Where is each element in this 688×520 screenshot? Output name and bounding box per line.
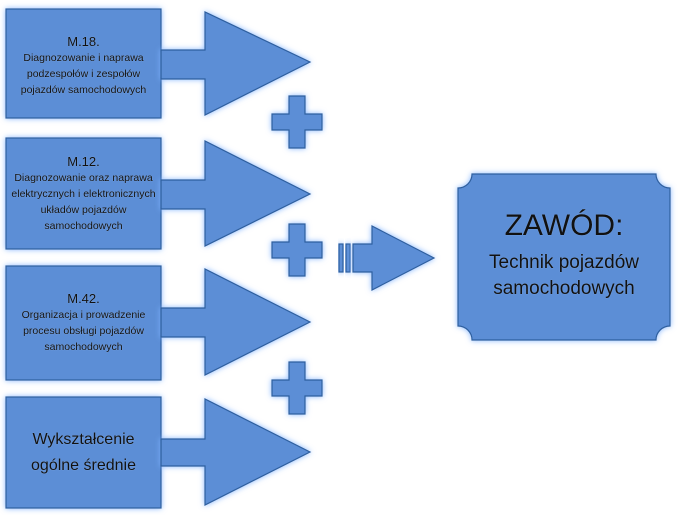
result-box: [457, 173, 671, 341]
plus-icon: [271, 361, 323, 415]
module-m18-text: M.18. Diagnozowanie i naprawa podzespołó…: [6, 9, 161, 118]
module-description-line: Organizacja i prowadzenie: [21, 309, 146, 321]
module-code: M.42.: [67, 291, 100, 306]
module-description-line: Diagnozowanie i naprawa: [23, 51, 144, 64]
module-code: M.18.: [67, 33, 100, 49]
result-text: ZAWÓD: Technik pojazdów samochodowych: [458, 174, 670, 340]
module-m12-box: [5, 137, 162, 250]
plus-icon: [271, 223, 323, 277]
module-m42-arrow: [160, 268, 312, 376]
module-description-line: samochodowych: [44, 341, 123, 353]
double-arrow-icon: [338, 225, 436, 291]
education-line: Wykształcenie: [32, 430, 135, 448]
education-text: Wykształcenie ogólne średnie: [6, 397, 161, 508]
education-box: [5, 396, 162, 509]
module-description-line: układów pojazdów: [40, 203, 127, 216]
module-m12-text: M.12. Diagnozowanie oraz naprawa elektry…: [6, 138, 161, 249]
education-arrow: [160, 398, 312, 506]
module-m42-box: [5, 265, 162, 381]
result-line: samochodowych: [493, 278, 635, 299]
education-line: ogólne średnie: [31, 456, 136, 474]
module-description-line: pojazdów samochodowych: [20, 83, 147, 96]
result-title: ZAWÓD:: [504, 209, 624, 242]
module-m12-arrow: [160, 140, 312, 247]
module-description-line: procesu obsługi pojazdów: [23, 325, 144, 337]
module-description-line: samochodowych: [44, 219, 123, 232]
module-code: M.12.: [67, 153, 100, 169]
module-description-line: Diagnozowanie oraz naprawa: [14, 171, 153, 184]
plus-icon: [271, 95, 323, 149]
module-m18-arrow: [160, 11, 312, 116]
result-line: Technik pojazdów: [489, 252, 639, 273]
module-description-line: podzespołów i zespołów: [26, 67, 141, 80]
module-description-line: elektrycznych i elektronicznych: [11, 187, 156, 200]
module-m18-box: [5, 8, 162, 119]
module-m42-text: M.42. Organizacja i prowadzenie procesu …: [6, 266, 161, 380]
